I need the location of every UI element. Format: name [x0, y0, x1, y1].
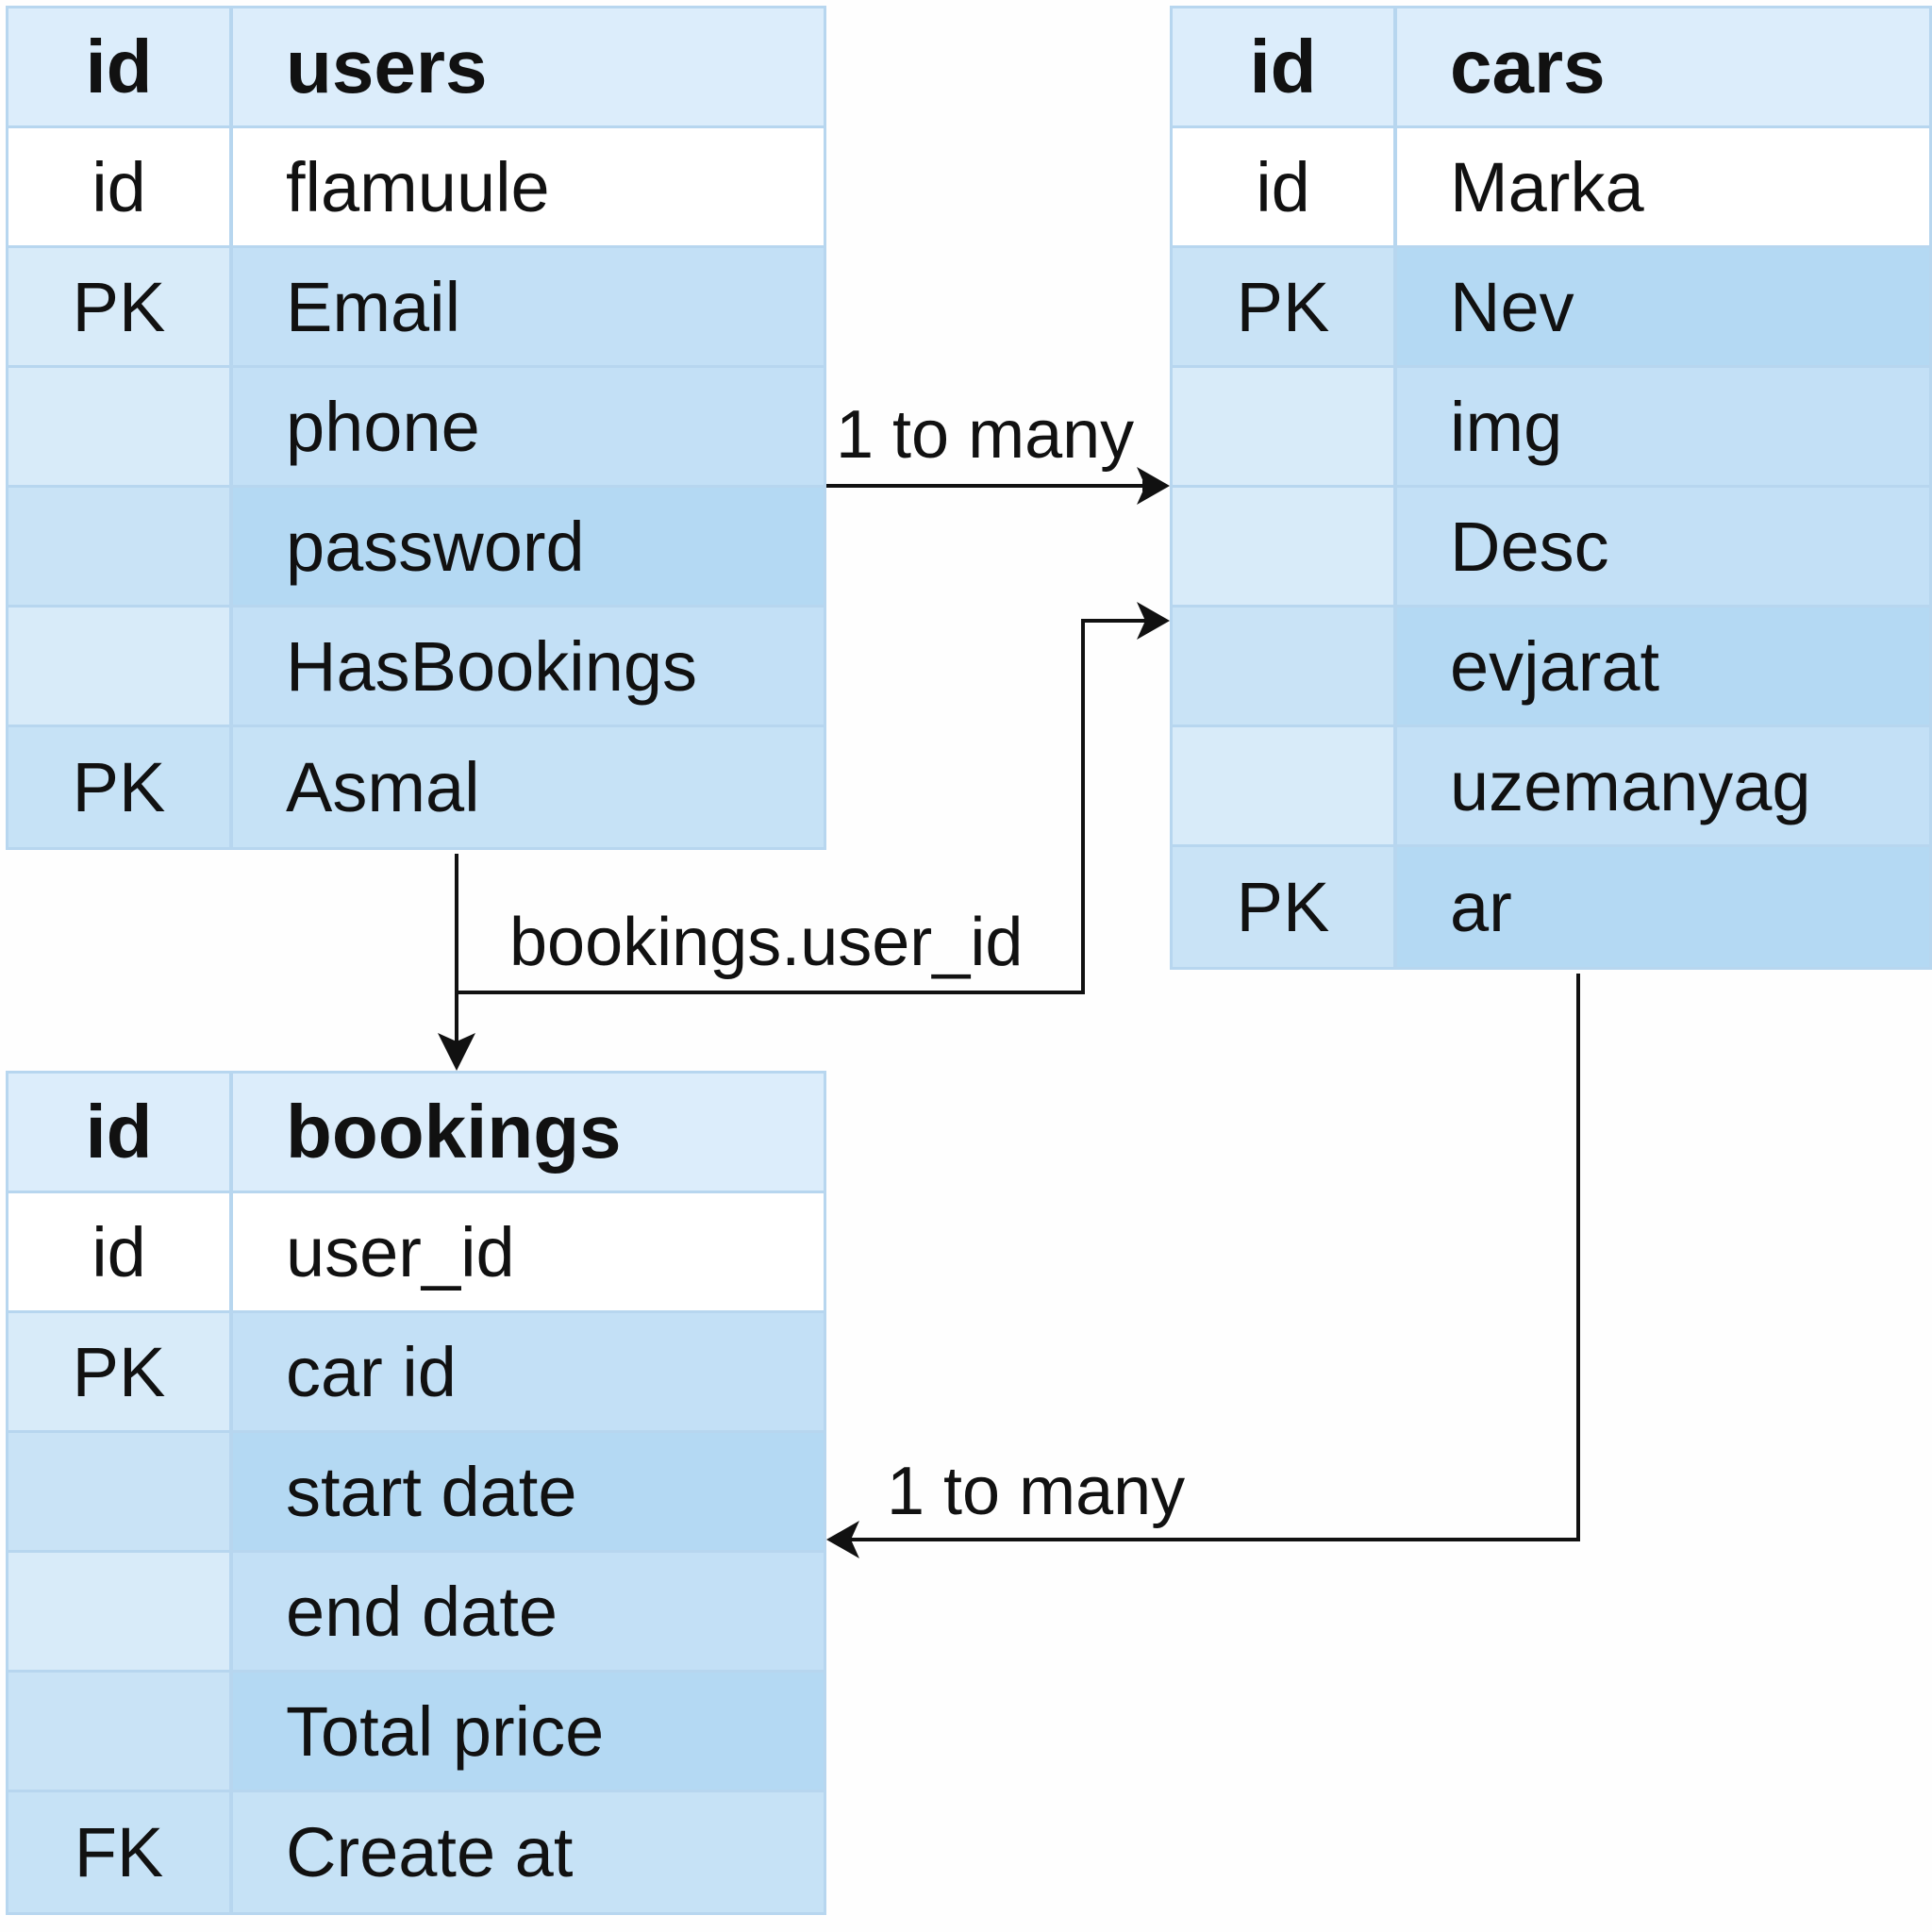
table-row: PK ar	[1173, 847, 1929, 967]
table-row: phone	[8, 368, 824, 488]
header-key: id	[8, 1074, 233, 1191]
table-row: Desc	[1173, 488, 1929, 608]
branch-arrowhead-icon	[1137, 602, 1170, 640]
row-field: Nev	[1397, 248, 1929, 365]
row-key: PK	[8, 1313, 233, 1430]
users-cars-arrowhead-icon	[1137, 467, 1170, 505]
row-field: phone	[233, 368, 824, 485]
row-key: PK	[8, 727, 233, 847]
row-field: password	[233, 488, 824, 605]
row-field: start date	[233, 1433, 824, 1550]
relationship-label: 1 to many	[836, 397, 1135, 473]
row-field: ar	[1397, 847, 1929, 967]
row-key	[8, 368, 233, 485]
table-title: cars	[1450, 25, 1606, 108]
row-field: HasBookings	[233, 608, 824, 724]
cars-bookings-arrowhead-icon	[826, 1521, 859, 1558]
table-row: HasBookings	[8, 608, 824, 727]
row-key: PK	[1173, 248, 1397, 365]
row-key: PK	[8, 248, 233, 365]
table-row: PK car id	[8, 1313, 824, 1433]
table-row: PK Nev	[1173, 248, 1929, 368]
row-field: end date	[233, 1553, 824, 1670]
row-key	[1173, 368, 1397, 485]
row-key	[8, 1553, 233, 1670]
table-header: id bookings	[8, 1074, 824, 1193]
row-key	[8, 1433, 233, 1550]
table-cars: id cars id Marka PK Nev img Desc evjarat…	[1170, 6, 1932, 970]
row-key	[8, 488, 233, 605]
row-key	[1173, 727, 1397, 844]
table-row: end date	[8, 1553, 824, 1673]
table-row: password	[8, 488, 824, 608]
row-field: car id	[233, 1313, 824, 1430]
table-title: users	[286, 25, 488, 108]
table-row: PK Email	[8, 248, 824, 368]
relationship-label: bookings.user_id	[509, 905, 1024, 980]
row-field: Desc	[1397, 488, 1929, 605]
row-key	[8, 1673, 233, 1790]
table-row: uzemanyag	[1173, 727, 1929, 847]
relationship-label: 1 to many	[887, 1454, 1186, 1529]
row-key: id	[8, 128, 233, 245]
row-field: img	[1397, 368, 1929, 485]
table-row: FK Create at	[8, 1792, 824, 1912]
table-row: Total price	[8, 1673, 824, 1792]
table-title: bookings	[286, 1090, 622, 1174]
table-users: id users id flamuule PK Email phone pass…	[6, 6, 826, 850]
row-key: PK	[1173, 847, 1397, 967]
row-field: Create at	[286, 1813, 574, 1891]
table-bookings: id bookings id user_id PK car id start d…	[6, 1071, 826, 1915]
table-row: id Marka	[1173, 128, 1929, 248]
users-bookings-arrowhead-icon	[438, 1033, 475, 1071]
row-key: id	[8, 1193, 233, 1310]
row-key	[1173, 488, 1397, 605]
row-field: Total price	[233, 1673, 824, 1790]
table-row: id flamuule	[8, 128, 824, 248]
table-row: start date	[8, 1433, 824, 1553]
table-row: img	[1173, 368, 1929, 488]
row-key	[8, 608, 233, 724]
header-key: id	[1173, 8, 1397, 125]
table-header: id cars	[1173, 8, 1929, 128]
header-key: id	[8, 8, 233, 125]
row-key: FK	[8, 1792, 233, 1912]
row-field: evjarat	[1397, 608, 1929, 724]
table-row: id user_id	[8, 1193, 824, 1313]
row-key: id	[1173, 128, 1397, 245]
table-header: id users	[8, 8, 824, 128]
row-field: uzemanyag	[1397, 727, 1929, 844]
row-key	[1173, 608, 1397, 724]
row-field: Asmal	[286, 748, 480, 826]
row-field: flamuule	[286, 147, 550, 226]
table-row: PK Asmal	[8, 727, 824, 847]
table-row: evjarat	[1173, 608, 1929, 727]
row-field: user_id	[286, 1212, 515, 1291]
row-field: Marka	[1450, 147, 1644, 226]
row-field: Email	[233, 248, 824, 365]
